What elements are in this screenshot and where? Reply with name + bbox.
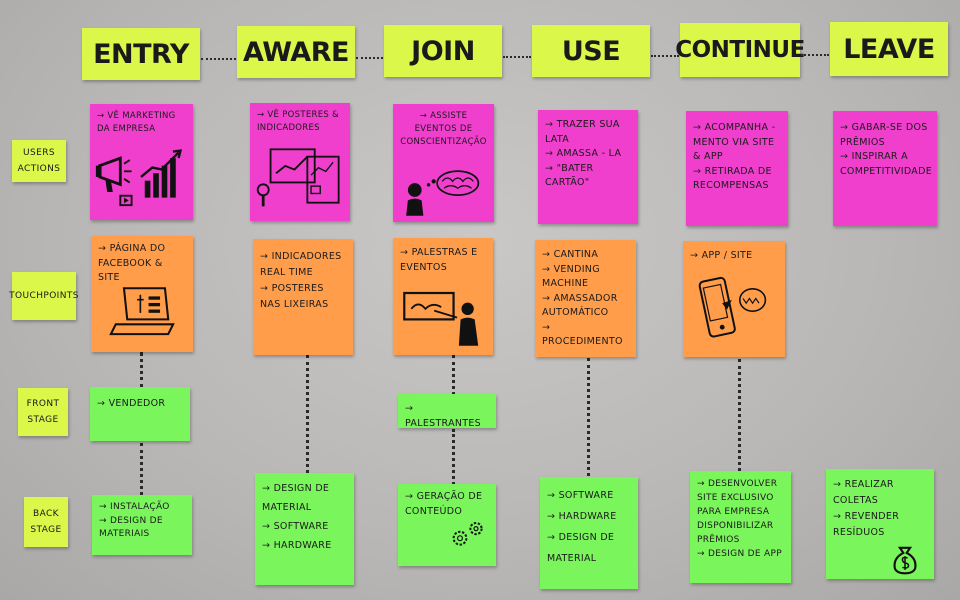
card-text: → Software → Hardware → Design de materi…	[547, 490, 617, 564]
stage-connector-aware	[306, 355, 309, 473]
stage-connector-entry	[140, 352, 143, 388]
card-user-action-join: → Assiste eventos de conscientização	[393, 104, 494, 222]
card-text: → Cantina → Vending machine → Amassador …	[542, 249, 623, 347]
card-text: → Trazer sua lata → Amassa - la → "Bater…	[545, 119, 622, 188]
card-text: → Gabar-se dos prêmios → Inspirar a comp…	[840, 122, 933, 177]
row-label-touchpoints: TOUCHPOINTS	[9, 272, 78, 320]
stage-header-aware: AWARE	[237, 26, 355, 78]
header-connector	[201, 58, 236, 60]
card-touchpoint-aware: → Indicadores real time → Posteres nas l…	[253, 239, 353, 355]
card-text: → Geração de conteúdo	[405, 491, 483, 517]
presenter-icon	[403, 291, 479, 346]
stage-header-join: JOIN	[384, 25, 502, 77]
card-text: → Vê marketing da empresa	[97, 111, 176, 134]
card-text: → Realizar coletas → Revender resíduos	[833, 479, 900, 538]
card-text: → Indicadores real time → Posteres nas l…	[260, 251, 342, 310]
card-user-action-use: → Trazer sua lata → Amassa - la → "Bater…	[538, 110, 638, 224]
card-text: → Instalação → Design de materiais	[99, 502, 170, 539]
phone-icon	[698, 276, 767, 338]
card-back-stage-aware: → Design de material → Software → Hardwa…	[255, 473, 354, 585]
stage-header-entry: ENTRY	[82, 28, 200, 80]
card-text: → Palestras e eventos	[400, 247, 478, 273]
card-text: → Design de material → Software → Hardwa…	[262, 483, 332, 551]
stage-connector-join	[452, 429, 455, 485]
card-front-stage-join: → Palestrantes	[398, 394, 496, 429]
stage-connector-entry	[140, 443, 143, 495]
card-back-stage-entry: → Instalação → Design de materiais	[92, 495, 192, 555]
stage-header-leave: LEAVE	[830, 22, 948, 76]
card-user-action-entry: → Vê marketing da empresa	[90, 104, 193, 220]
posters-icon	[256, 148, 340, 207]
card-text: → Vendedor	[97, 398, 166, 409]
header-connector	[356, 57, 383, 59]
row-label-users-actions: USERS ACTIONS	[12, 140, 66, 182]
card-text: → App / site	[690, 250, 753, 261]
card-touchpoint-use: → Cantina → Vending machine → Amassador …	[535, 240, 636, 357]
gears-icon	[452, 522, 483, 546]
card-back-stage-use: → Software → Hardware → Design de materi…	[540, 477, 638, 589]
brain-icon	[406, 170, 480, 216]
stage-connector-continue	[738, 359, 741, 471]
stage-connector-join	[452, 355, 455, 395]
card-text: → Vê posteres & indicadores	[257, 110, 339, 133]
card-text: → Palestrantes	[405, 403, 482, 429]
header-connector	[651, 55, 679, 57]
card-touchpoint-entry: → Página do Facebook & site	[91, 236, 193, 352]
row-label-back-stage: BACK STAGE	[24, 497, 68, 547]
money-bag-icon	[893, 546, 917, 575]
card-touchpoint-continue: → App / site	[683, 241, 785, 357]
card-text: → Acompanha - mento via site & app → Ret…	[693, 122, 776, 191]
laptop-icon	[109, 287, 175, 336]
card-text: → Desenvolver site exclusivo para empres…	[697, 479, 782, 559]
card-text: → Assiste eventos de conscientização	[400, 111, 487, 147]
stage-header-continue: CONTINUE	[675, 23, 805, 77]
stage-header-use: USE	[532, 25, 650, 77]
card-user-action-continue: → Acompanha - mento via site & app → Ret…	[686, 111, 788, 226]
header-connector	[503, 56, 531, 58]
megaphone-icon	[95, 149, 183, 207]
card-back-stage-join: → Geração de conteúdo	[398, 484, 496, 566]
card-user-action-aware: → Vê posteres & indicadores	[250, 103, 350, 221]
header-connector	[801, 54, 829, 56]
card-touchpoint-join: → Palestras e eventos	[393, 238, 493, 355]
stage-connector-use	[587, 358, 590, 476]
card-front-stage-entry: → Vendedor	[90, 387, 190, 441]
card-text: → Página do Facebook & site	[98, 243, 166, 283]
card-user-action-leave: → Gabar-se dos prêmios → Inspirar a comp…	[833, 111, 937, 226]
card-back-stage-leave: → Realizar coletas → Revender resíduos	[826, 469, 934, 579]
card-back-stage-continue: → Desenvolver site exclusivo para empres…	[690, 471, 791, 583]
row-label-front-stage: FRONT STAGE	[18, 388, 68, 436]
